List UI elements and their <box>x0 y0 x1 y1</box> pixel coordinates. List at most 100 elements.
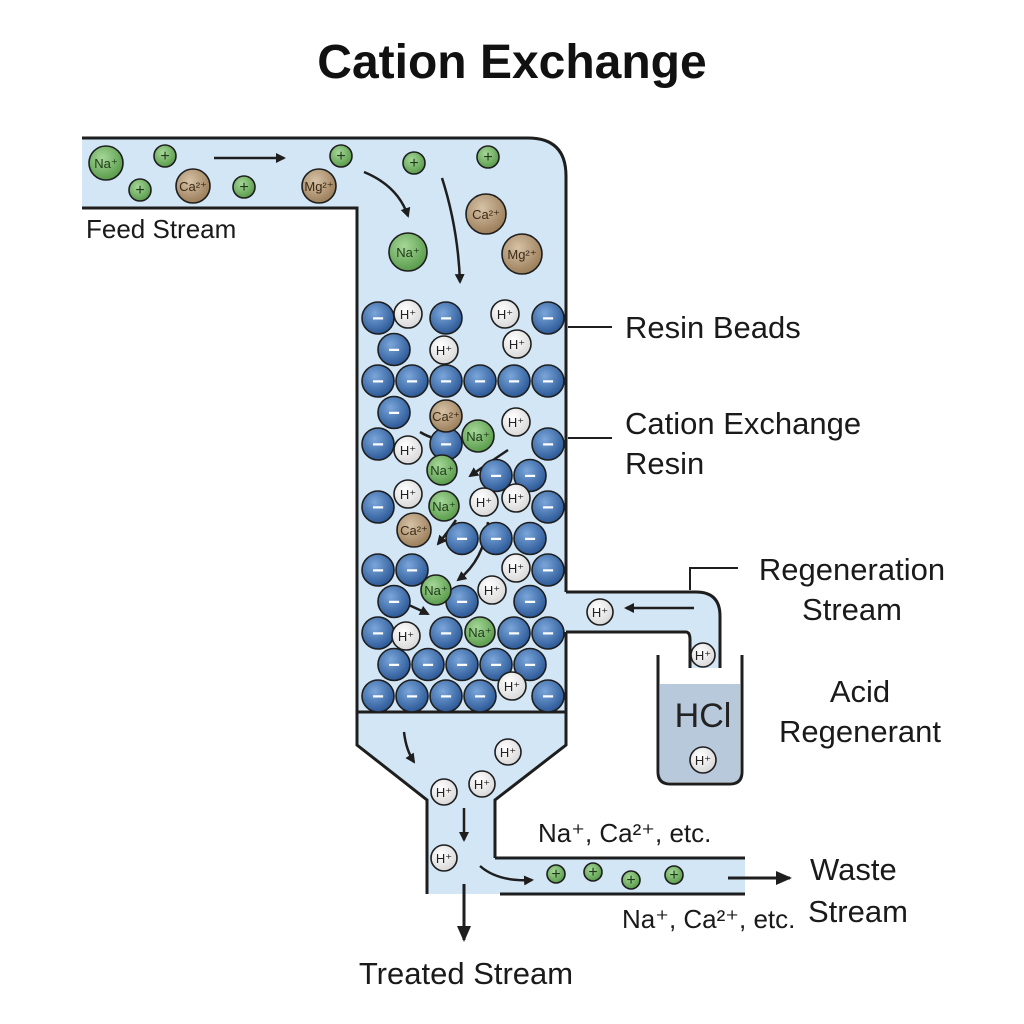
cation: + <box>153 144 177 168</box>
hydrogen-ion-circle <box>501 483 531 513</box>
hydrogen-ion-circle <box>391 621 421 651</box>
resin-bead-symbol: − <box>456 529 468 551</box>
cation-circle <box>546 864 566 884</box>
hydrogen-ion-symbol: H⁺ <box>695 753 711 768</box>
resin-bead-circle <box>429 364 463 398</box>
sodium-ion-circle <box>428 490 460 522</box>
sodium-ion-symbol: Na⁺ <box>396 245 419 260</box>
hydrogen-ion: H⁺ <box>393 299 423 329</box>
resin-bead-circle <box>463 679 497 713</box>
cation-symbol: + <box>135 182 144 199</box>
hydrogen-ion-circle <box>490 299 520 329</box>
sodium-ion-circle <box>388 232 428 272</box>
cation: + <box>583 862 603 882</box>
cation-exchange-resin-label-2: Resin <box>625 446 704 481</box>
hydrogen-ion-circle <box>393 299 423 329</box>
cation-symbol: + <box>588 864 597 881</box>
resin-bead-symbol: − <box>388 592 400 614</box>
sodium-ion: Na⁺ <box>428 490 460 522</box>
resin-bead-symbol: − <box>388 403 400 425</box>
resin-bead-symbol: − <box>440 308 452 330</box>
sodium-ion-circle <box>461 419 495 453</box>
hydrogen-ion-symbol: H⁺ <box>508 561 524 576</box>
cation-exchange-resin-label-1: Cation Exchange <box>625 406 861 441</box>
resin-bead-circle <box>429 679 463 713</box>
resin-bead: − <box>361 427 395 461</box>
resin-bead-symbol: − <box>372 560 384 582</box>
resin-bead-circle <box>361 553 395 587</box>
hydrogen-ion: H⁺ <box>429 335 459 365</box>
calcium-ion: Ca²⁺ <box>429 399 463 433</box>
treated-stream-label: Treated Stream <box>359 956 573 991</box>
resin-bead: − <box>531 301 565 335</box>
cation-symbol: + <box>483 149 492 166</box>
resin-bead-circle <box>361 679 395 713</box>
cation-circle <box>153 144 177 168</box>
sodium-ion-circle <box>464 616 496 648</box>
cation-circle <box>476 145 500 169</box>
resin-bead: − <box>361 364 395 398</box>
resin-bead-symbol: − <box>372 371 384 393</box>
resin-bead: − <box>479 458 513 493</box>
cation-circle <box>664 865 684 885</box>
resin-bead-symbol: − <box>508 623 520 645</box>
resin-bead-circle <box>531 364 565 398</box>
resin-beads-label: Resin Beads <box>625 310 801 345</box>
resin-bead-symbol: − <box>388 340 400 362</box>
magnesium-ion: Mg²⁺ <box>501 233 543 275</box>
resin-bead: − <box>361 616 395 650</box>
resin-bead-symbol: − <box>474 686 486 708</box>
hydrogen-ion-symbol: H⁺ <box>400 307 416 322</box>
hydrogen-ion-symbol: H⁺ <box>508 415 524 430</box>
hydrogen-ion-symbol: H⁺ <box>504 679 520 694</box>
resin-bead: − <box>377 332 411 367</box>
resin-bead-symbol: − <box>406 371 418 393</box>
hydrogen-ion-circle <box>393 435 423 465</box>
resin-bead-circle <box>361 364 395 398</box>
resin-bead: − <box>497 364 531 398</box>
resin-bead-circle <box>531 616 565 650</box>
hydrogen-ion-symbol: H⁺ <box>436 343 452 358</box>
resin-bead: − <box>361 679 395 713</box>
resin-bead-circle <box>479 458 513 493</box>
resin-bead: − <box>361 490 395 524</box>
resin-bead-symbol: − <box>508 371 520 393</box>
resin-bead: − <box>377 395 411 430</box>
hydrogen-ion-circle <box>393 479 423 509</box>
hydrogen-ion-symbol: H⁺ <box>497 307 513 322</box>
magnesium-ion: Mg²⁺ <box>301 168 337 204</box>
resin-bead-symbol: − <box>542 686 554 708</box>
resin-bead-symbol: − <box>440 686 452 708</box>
resin-bead-symbol: − <box>440 371 452 393</box>
resin-bead-circle <box>361 427 395 461</box>
resin-bead: − <box>479 647 513 682</box>
hydrogen-ion-circle <box>469 487 499 517</box>
cation-symbol: + <box>239 179 248 196</box>
resin-bead-symbol: − <box>406 686 418 708</box>
resin-bead: − <box>429 364 463 398</box>
cation-symbol: + <box>669 867 678 884</box>
hydrogen-ion-circle <box>501 407 531 437</box>
hydrogen-ion-circle <box>586 598 614 626</box>
resin-bead-symbol: − <box>372 434 384 456</box>
resin-bead-circle <box>445 647 479 682</box>
hydrogen-ion-circle <box>430 844 458 872</box>
acid-beaker <box>656 655 744 786</box>
acid-name-label: HCl <box>675 697 732 735</box>
calcium-ion-circle <box>396 512 432 548</box>
hydrogen-ion-symbol: H⁺ <box>436 851 452 866</box>
cation-circle <box>583 862 603 882</box>
hydrogen-ion: H⁺ <box>469 487 499 517</box>
resin-bead-symbol: − <box>490 466 502 488</box>
hydrogen-ion-circle <box>477 575 507 605</box>
hydrogen-ion: H⁺ <box>477 575 507 605</box>
cation-symbol: + <box>626 872 635 889</box>
hydrogen-ion-symbol: H⁺ <box>592 605 608 620</box>
sodium-ion-symbol: Na⁺ <box>432 499 455 514</box>
hydrogen-ion: H⁺ <box>502 329 532 359</box>
hydrogen-ion-symbol: H⁺ <box>500 745 516 760</box>
cation: + <box>232 175 256 199</box>
resin-bead-circle <box>513 521 547 556</box>
cation-symbol: + <box>336 148 345 165</box>
